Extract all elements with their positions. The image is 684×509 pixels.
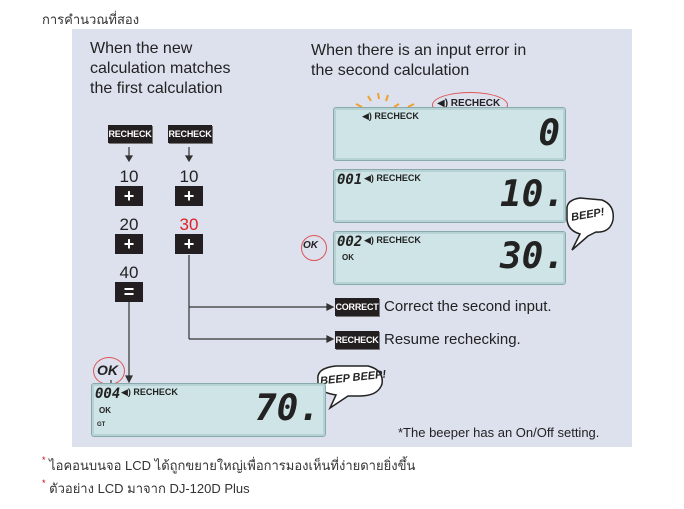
right-column-title: When there is an input error in the seco… [311, 41, 526, 81]
col2-number-1: 10 [179, 167, 199, 186]
correct-key[interactable]: CORRECT [335, 298, 379, 316]
lcd3-value: 30. [500, 236, 566, 277]
footnote-2: * ตัวอย่าง LCD มาจาก DJ-120D Plus [42, 478, 250, 499]
ok-callout-oval-small [301, 235, 327, 261]
lcd4-ok-indicator: OK [99, 406, 111, 415]
col2-plus-key-1[interactable]: + [175, 186, 203, 206]
footnote-mark-1: * [42, 455, 46, 465]
col1-equals-key[interactable]: = [115, 282, 143, 302]
lcd3-recheck-indicator: ◀) RECHECK [364, 235, 421, 245]
recheck-key-2[interactable]: RECHECK [168, 125, 212, 143]
lcd1-value: 0 [538, 113, 560, 154]
lcd4-gt-indicator: GT [97, 422, 106, 428]
lcd3-ok-indicator: OK [342, 253, 354, 262]
left-column-title: When the new calculation matches the fir… [90, 39, 231, 99]
lcd-display-3 [333, 231, 566, 285]
lcd-display-2 [333, 169, 566, 223]
col1-number-1: 10 [119, 167, 139, 186]
lcd2-value: 10. [500, 174, 566, 215]
lcd3-step-counter: 002 [337, 234, 363, 250]
lcd4-recheck-indicator: ◀) RECHECK [121, 387, 178, 397]
left-title-line-3: the first calculation [90, 80, 223, 97]
resume-instruction: Resume rechecking. [384, 331, 521, 348]
recheck-key-1[interactable]: RECHECK [108, 125, 152, 143]
ok-callout-large: OK [97, 362, 118, 378]
lcd2-recheck-indicator: ◀) RECHECK [364, 173, 421, 183]
recheck-callout-label: ◀) RECHECK [437, 98, 501, 109]
footnote-mark-2: * [42, 478, 46, 488]
page-heading: การคำนวณที่สอง [42, 12, 140, 27]
col1-number-2: 20 [119, 215, 139, 234]
recheck-key-3[interactable]: RECHECK [335, 331, 379, 349]
footnote-1: * ไอคอนบนจอ LCD ได้ถูกขยายใหญ่เพื่อการมอ… [42, 455, 415, 476]
col2-number-2-error: 30 [179, 215, 199, 234]
lcd4-step-counter: 004 [95, 386, 121, 402]
right-title-line-1: When there is an input error in [311, 42, 527, 59]
lcd-display-1 [333, 107, 566, 161]
col1-plus-key-1[interactable]: + [115, 186, 143, 206]
lcd1-recheck-indicator: ◀) RECHECK [362, 111, 419, 121]
col1-plus-key-2[interactable]: + [115, 234, 143, 254]
correct-instruction: Correct the second input. [384, 298, 552, 315]
ok-callout-small: OK [303, 240, 318, 251]
left-title-line-2: calculation matches [90, 60, 231, 77]
col1-number-3: 40 [119, 263, 139, 282]
beeper-note: *The beeper has an On/Off setting. [398, 425, 600, 440]
lcd4-value: 70. [254, 388, 320, 429]
left-title-line-1: When the new [90, 40, 193, 57]
lcd2-step-counter: 001 [337, 172, 363, 188]
lcd-display-4 [91, 383, 326, 437]
right-title-line-2: the second calculation [311, 62, 470, 79]
col2-plus-key-2[interactable]: + [175, 234, 203, 254]
footnote-2-text: ตัวอย่าง LCD มาจาก DJ-120D Plus [49, 481, 250, 496]
footnote-1-text: ไอคอนบนจอ LCD ได้ถูกขยายใหญ่เพื่อการมองเ… [49, 458, 416, 473]
